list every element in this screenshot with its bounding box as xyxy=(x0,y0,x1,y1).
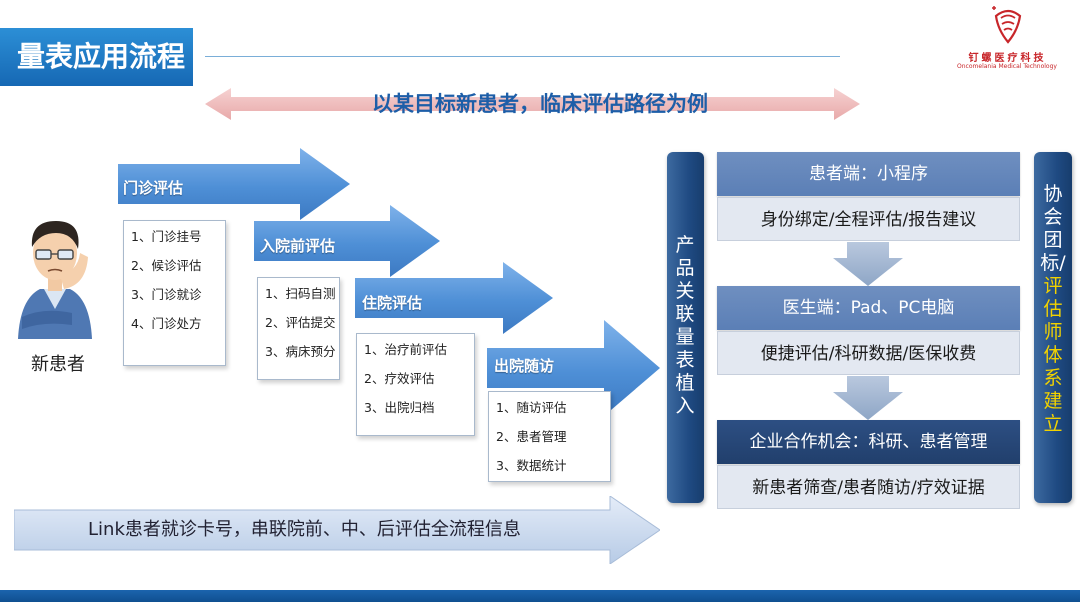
logo-subtext: Oncomelania Medical Technology xyxy=(957,63,1057,70)
list-item: 1、治疗前评估 xyxy=(364,342,447,357)
patient-label: 新患者 xyxy=(31,354,85,375)
link-bar-label: Link患者就诊卡号，串联院前、中、后评估全流程信息 xyxy=(88,519,521,540)
list-item: 1、随访评估 xyxy=(496,400,567,415)
list-item: 3、数据统计 xyxy=(496,458,567,473)
association-main: 协会团标/ xyxy=(1040,183,1066,274)
patient-icon xyxy=(18,221,92,339)
list-item: 2、评估提交 xyxy=(265,315,336,330)
page-title: 量表应用流程 xyxy=(0,28,193,86)
association-bar-text: 协会团标/评估师体系建立 xyxy=(1036,183,1070,436)
patient-app-body: 身份绑定/全程评估/报告建议 xyxy=(717,197,1020,241)
list-item: 3、出院归档 xyxy=(364,400,435,415)
step-list-inpatient: 1、治疗前评估 2、疗效评估 3、出院归档 xyxy=(356,333,475,436)
header-divider xyxy=(205,56,840,57)
step-arrow-preadmission xyxy=(254,205,440,277)
doctor-app-header: 医生端：Pad、PC电脑 xyxy=(717,286,1020,330)
list-item: 3、病床预分 xyxy=(265,344,336,359)
doctor-app-body: 便捷评估/科研数据/医保收费 xyxy=(717,331,1020,375)
list-item: 2、患者管理 xyxy=(496,429,567,444)
list-item: 1、门诊挂号 xyxy=(131,229,202,244)
list-item: 4、门诊处方 xyxy=(131,316,202,331)
subtitle: 以某目标新患者，临床评估路径为例 xyxy=(372,92,708,116)
bottom-band xyxy=(0,590,1080,602)
down-arrow-1 xyxy=(833,242,903,286)
list-item: 1、扫码自测 xyxy=(265,286,336,301)
patient-app-header: 患者端：小程序 xyxy=(717,152,1020,196)
step-list-preadmission: 1、扫码自测 2、评估提交 3、病床预分 xyxy=(257,277,340,380)
step-arrow-outpatient xyxy=(118,148,350,220)
product-bar xyxy=(667,152,704,503)
enterprise-header: 企业合作机会：科研、患者管理 xyxy=(717,420,1020,464)
association-highlight: 评估师体系建立 xyxy=(1043,275,1063,435)
step-title-outpatient: 门诊评估 xyxy=(123,179,184,197)
step-title-preadmission: 入院前评估 xyxy=(260,237,336,255)
list-item: 2、疗效评估 xyxy=(364,371,435,386)
step-arrow-inpatient xyxy=(355,262,553,334)
logo-icon xyxy=(992,6,1022,44)
logo-text: 钉螺医疗科技 xyxy=(968,53,1047,64)
association-bar xyxy=(1034,152,1072,503)
down-arrow-2 xyxy=(833,376,903,420)
step-title-inpatient: 住院评估 xyxy=(362,294,423,312)
step-title-followup: 出院随访 xyxy=(494,357,555,375)
list-item: 3、门诊就诊 xyxy=(131,287,202,302)
step-list-followup: 1、随访评估 2、患者管理 3、数据统计 xyxy=(488,391,611,482)
list-item: 2、候诊评估 xyxy=(131,258,202,273)
product-bar-label: 产品关联量表植入 xyxy=(675,234,695,417)
step-list-outpatient: 1、门诊挂号 2、候诊评估 3、门诊就诊 4、门诊处方 xyxy=(123,220,226,366)
link-arrow xyxy=(14,496,660,564)
double-arrow xyxy=(205,88,860,120)
enterprise-body: 新患者筛查/患者随访/疗效证据 xyxy=(717,465,1020,509)
step-arrow-followup xyxy=(487,320,660,416)
